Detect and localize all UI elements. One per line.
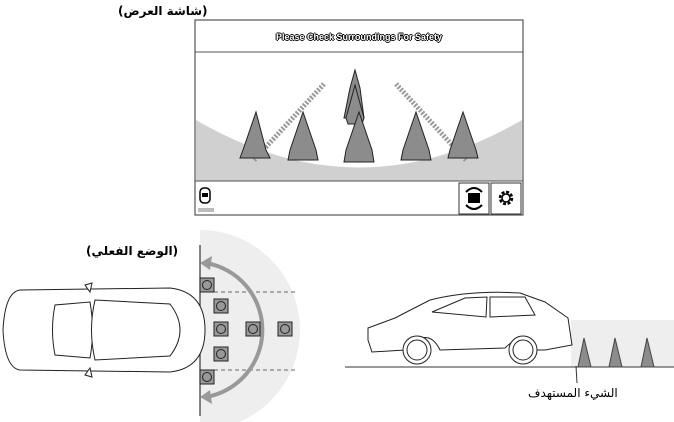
settings-button[interactable]	[490, 182, 522, 215]
sweep-arrow	[205, 261, 265, 399]
actual-position-label: (الوضع الفعلي)	[86, 244, 179, 258]
car-top	[2, 282, 206, 378]
obstacle-markers	[199, 277, 293, 385]
car-view-icon[interactable]	[198, 187, 214, 212]
side-cones	[577, 337, 655, 368]
camera-switch-button[interactable]	[458, 182, 490, 215]
safety-message: Please Check Surroundings For Safety	[275, 32, 443, 42]
side-view	[345, 291, 674, 384]
target-leader-line	[575, 365, 578, 384]
screen-cones	[239, 68, 479, 163]
top-view	[2, 230, 300, 422]
target-object-label: الشيء المستهدف	[528, 386, 618, 400]
display-screen-label: (شاشة العرض)	[118, 4, 208, 18]
detection-area	[196, 120, 522, 181]
gear-icon	[498, 190, 514, 206]
car-side	[367, 291, 573, 365]
display-screen	[194, 19, 524, 216]
